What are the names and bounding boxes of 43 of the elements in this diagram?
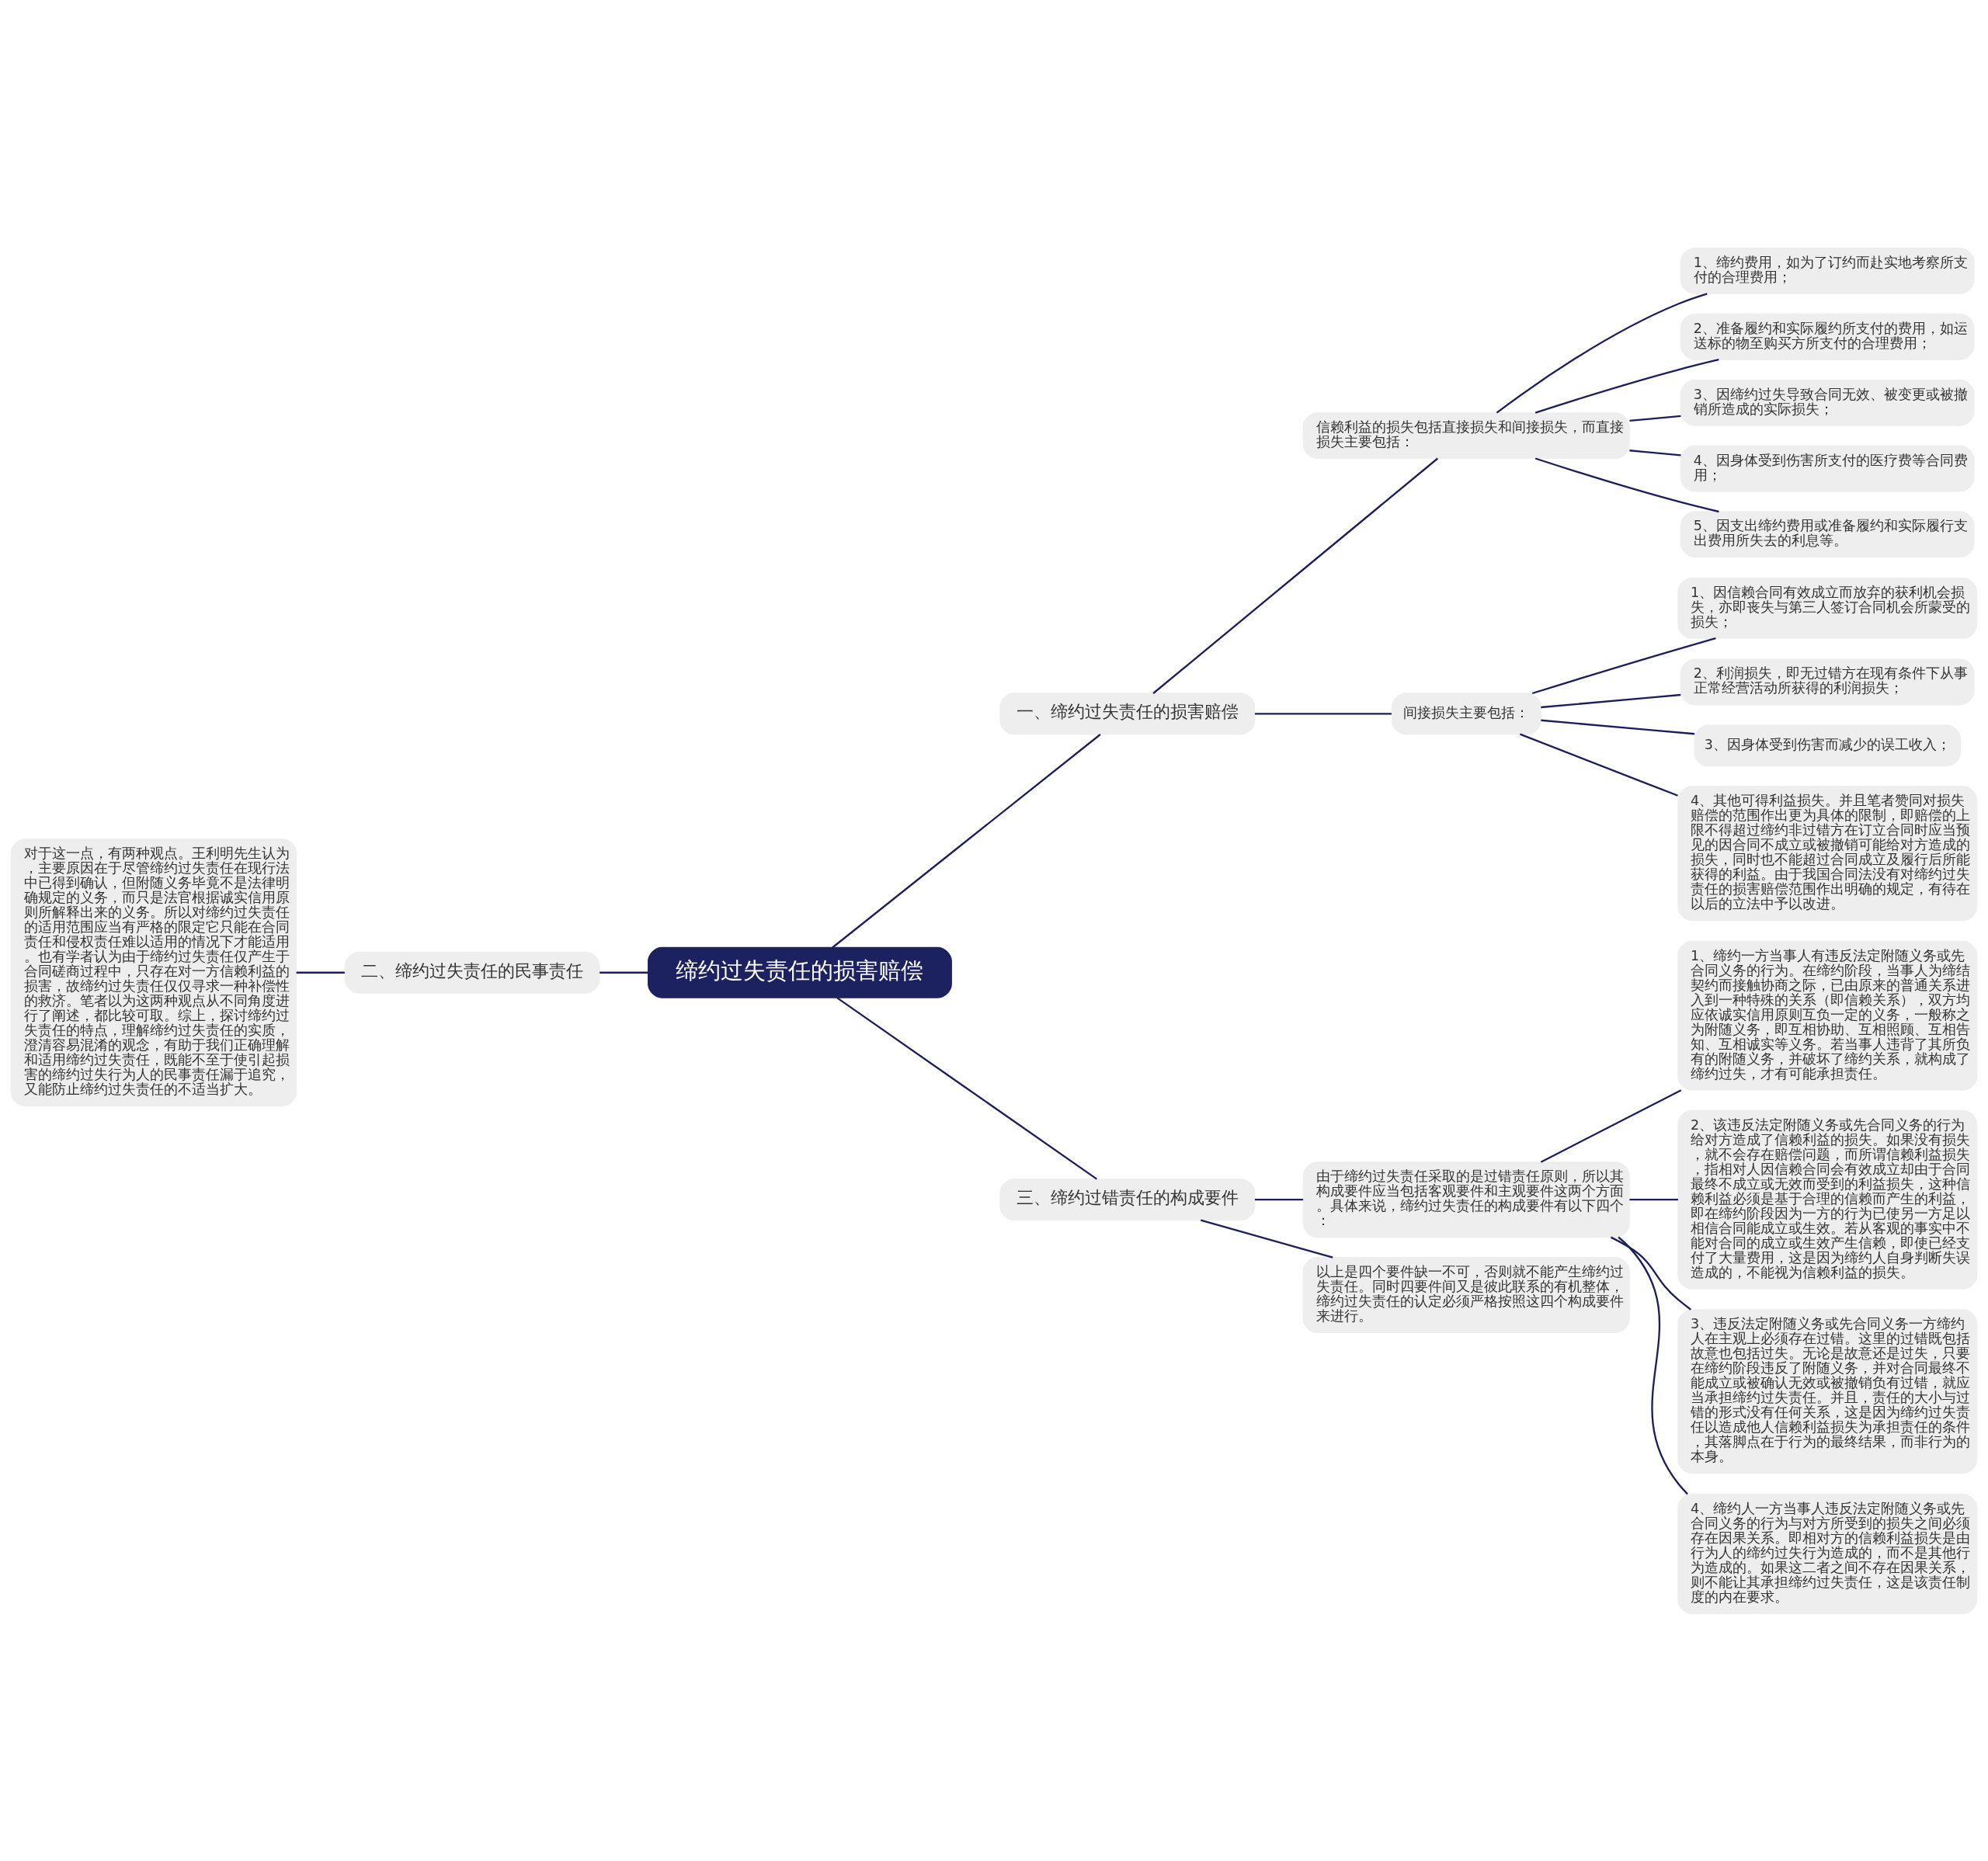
connector — [600, 971, 648, 974]
connector — [1629, 1198, 1678, 1200]
connector — [1152, 457, 1439, 694]
node-box: 对于这一点，有两种观点。王利明先生认为，主要原因在于尽管缔约过失责任在现行法中已得到确认，但附随义务毕竟不是法律明确规定的义务，而只是法官根据诚实信用原则所解释出来的义务。所以对缔约过失责任的适用范围应当有严格的限定它只能在合同责任和侵权责任难以适用的情况下才能适用。也有学者认为由于缔约过失责任仅产生于合同磋商过程中，只存在对一方信赖利益的损害，故缔约过失责任仅仅寻求一种补偿性的救济。笔者以为这两种观点从不同角度进行了阐述，都比较可取。综上，探讨缔约过失责任的特点，理解缔约过失责任的实质，澄清容易混淆的观念，有助于我们正确理解和适用缔约过失责任，既能不至于使引起损害的缔约过失行为人的民事责任漏于追究，又能防止缔约过失责任的不适当扩大。 — [10, 838, 297, 1106]
node-box: 4、因身体受到伤害所支付的医疗费等合同费用； — [1680, 445, 1975, 491]
node-box: 以上是四个要件缺一不可，否则就不能产生缔约过失责任。同时四要件间又是彼此联系的有机整体，缔约过失责任的认定必须严格按照这四个构成要件来进行。 — [1302, 1256, 1630, 1333]
connector — [1541, 719, 1695, 734]
connector — [1496, 292, 1708, 414]
node-box: 3、违反法定附随义务或先合同义务一方缔约人在主观上必须存在过错。这里的过错既包括故意也包括过失。无论是故意还是过失，只要在缔约阶段违反了附随义务，并对合同最终不能成立或被确认无效或被撤销负有过错，就应当承担缔约过失责任。并且，责任的大小与过错的形式没有任何关系，这是因为缔约过失责任以造成他人信赖利益损失为承担责任的条件，其落脚点在于行为的最终结果，而非行为的本身。 — [1677, 1308, 1978, 1474]
node-box: 1、因信赖合同有效成立而放弃的获利机会损失，亦即丧失与第三人签订合同机会所蒙受的损失； — [1677, 577, 1978, 639]
node-box: 1、缔约费用，如为了订约而赴实地考察所支付的合理费用； — [1680, 247, 1975, 294]
node-box: 间接损失主要包括： — [1391, 692, 1541, 734]
node-box: 4、缔约人一方当事人违反法定附随义务或先合同义务的行为与对方所受到的损失之间必须存在因果关系。即相对方的信赖利益损失是由行为人的缔约过失行为造成的，而不是其他行为造成的。如果这二者之间不存在因果关系，则不能让其承担缔约过失责任，这是该责任制度的内在要求。 — [1677, 1493, 1978, 1614]
connector — [1541, 693, 1681, 708]
connector — [1520, 733, 1678, 797]
node-box: 缔约过失责任的损害赔偿 — [648, 946, 952, 998]
connector — [1629, 449, 1681, 456]
connector — [832, 733, 1101, 948]
node-box: 1、缔约一方当事人有违反法定附随义务或先合同义务的行为。在缔约阶段，当事人为缔结契约而接触协商之际，已由原来的普通关系进入到一种特殊的关系（即信赖关系），双方均应依诚实信用原则互负一定的义务，一般称之为附随义务，即互相协助、互相照顾、互相告知、互相诚实等义务。若当事人违背了其所负有的附随义务，并破坏了缔约关系，就构成了缔约过失，才有可能承担责任。 — [1677, 940, 1978, 1091]
connector — [1200, 1218, 1333, 1259]
connector — [296, 971, 345, 974]
node-box: 三、缔约过错责任的构成要件 — [999, 1178, 1256, 1220]
connector — [1534, 358, 1719, 414]
connector — [836, 996, 1097, 1180]
connector — [1629, 415, 1681, 422]
node-box: 信赖利益的损失包括直接损失和间接损失，而直接损失主要包括： — [1302, 411, 1630, 459]
connector — [1534, 457, 1719, 512]
node-box: 由于缔约过失责任采取的是过错责任原则，所以其构成要件应当包括客观要件和主观要件这两个方面。具体来说，缔约过失责任的构成要件有以下四个： — [1302, 1161, 1630, 1238]
node-box: 2、该违反法定附随义务或先合同义务的行为给对方造成了信赖利益的损失。如果没有损失，就不会存在赔偿问题，而所谓信赖利益损失，指相对人因信赖合同会有效成立却由于合同最终不成立或无效而受到的利益损失，这种信赖利益必须是基于合理的信赖而产生的利益，即在缔约阶段因为一方的行为已使另一方足以相信合同能成立或生效。若从客观的事实中不能对合同的成立或生效产生信赖，即使已经支付了大量费用，这是因为缔约人自身判断失误造成的，不能视为信赖利益的损失。 — [1677, 1109, 1978, 1290]
node-box: 2、准备履约和实际履约所支付的费用，如运送标的物至购买方所支付的合理费用； — [1680, 313, 1975, 360]
connector — [1531, 637, 1716, 694]
node-box: 5、因支出缔约费用或准备履约和实际履行支出费用所失去的利息等。 — [1680, 510, 1975, 557]
connector — [1254, 712, 1392, 714]
node-box: 2、利润损失，即无过错方在现有条件下从事正常经营活动所获得的利润损失； — [1680, 658, 1975, 705]
node-box: 3、因缔约过失导致合同无效、被变更或被撤销所造成的实际损失； — [1680, 379, 1975, 426]
node-box: 4、其他可得利益损失。并且笔者赞同对损失赔偿的范围作出更为具体的限制，即赔偿的上限不得超过缔约非过错方在订立合同时应当预见的因合同不成立或被撤销可能给对方造成的损失，同时也不能超过合同成立及履行后所能获得的利益。由于我国合同法没有对缔约过失责任的损害赔偿范围作出明确的规定，有待在以后的立法中予以改进。 — [1677, 785, 1978, 921]
connector — [1610, 1236, 1691, 1311]
connector — [1540, 1088, 1682, 1163]
connector — [1618, 1236, 1688, 1495]
connector — [1254, 1198, 1304, 1200]
node-box: 3、因身体受到伤害而减少的误工收入； — [1694, 724, 1962, 766]
node-box: 二、缔约过失责任的民事责任 — [344, 951, 600, 994]
node-box: 一、缔约过失责任的损害赔偿 — [999, 692, 1256, 734]
